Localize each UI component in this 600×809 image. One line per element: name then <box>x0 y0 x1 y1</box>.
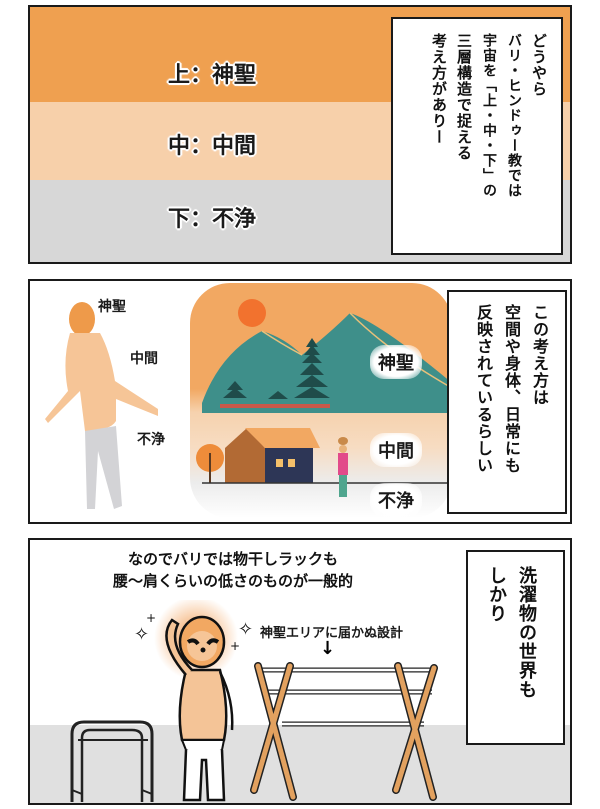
narration-box-1: どうやら バリ・ヒンドゥー教では 宇宙を「上・中・下」の 三層構造で捉える 考え… <box>391 17 563 255</box>
narration-line: 空間や身体、日常にも <box>502 304 521 474</box>
panel-3-drying-rack: なのでバリでは物干しラックも 腰〜肩くらいの低さのものが一般的 ✧ ✧ + + … <box>28 538 572 805</box>
scene-label-impure: 不浄 <box>370 483 422 517</box>
layer-label-upper: 上：神聖 <box>168 63 257 88</box>
svg-text:✧: ✧ <box>134 624 149 645</box>
narration-line: この考え方は <box>530 304 549 406</box>
narration-box-3: 洗濯物の世界も しかり <box>466 550 565 745</box>
svg-text:✧: ✧ <box>238 619 253 640</box>
scene-label-middle: 中間 <box>370 433 422 467</box>
bali-landscape-illustration: 神聖 中間 不浄 <box>190 283 453 518</box>
down-arrow-icon: ↓ <box>320 638 336 659</box>
narration-line: どうやら <box>530 33 548 97</box>
layer-label-lower: 下：不浄 <box>168 207 257 232</box>
rack-annotation: 神聖エリアに届かぬ設計 <box>260 626 404 641</box>
svg-text:+: + <box>230 639 240 653</box>
wooden-drying-rack-illustration <box>250 662 438 801</box>
body-label-sacred: 神聖 <box>98 299 126 315</box>
panel-2-body-and-space: 神聖 中間 不浄 神聖 中間 不浄 <box>28 279 572 524</box>
panel-1-three-layers: 上：神聖 中：中間 下：不浄 どうやら バリ・ヒンドゥー教では 宇宙を「上・中・… <box>28 5 572 264</box>
narration-line: バリ・ヒンドゥー教では <box>506 33 522 198</box>
narration-line: 反映されているらしい <box>474 304 493 474</box>
low-metal-rack-illustration <box>70 720 154 802</box>
sloth-character-illustration: ✧ ✧ + + <box>134 600 253 802</box>
caption-line: なのでバリでは物干しラックも <box>127 550 338 568</box>
human-body-illustration <box>45 302 158 509</box>
narration-box-2: この考え方は 空間や身体、日常にも 反映されているらしい <box>447 290 567 514</box>
layer-label-middle: 中：中間 <box>168 134 257 159</box>
narration-line: しかり <box>486 566 507 623</box>
narration-line: 三層構造で捉える <box>455 33 473 161</box>
caption-line: 腰〜肩くらいの低さのものが一般的 <box>112 572 353 590</box>
svg-text:+: + <box>146 611 156 625</box>
scene-label-sacred: 神聖 <box>370 345 422 379</box>
caption: なのでバリでは物干しラックも 腰〜肩くらいの低さのものが一般的 <box>88 548 378 592</box>
narration-line: 洗濯物の世界も <box>516 566 537 699</box>
body-label-middle: 中間 <box>130 351 158 367</box>
narration-line: 宇宙を「上・中・下」の <box>481 33 497 198</box>
narration-line: 考え方がありー <box>430 33 448 145</box>
body-label-impure: 不浄 <box>137 432 165 448</box>
